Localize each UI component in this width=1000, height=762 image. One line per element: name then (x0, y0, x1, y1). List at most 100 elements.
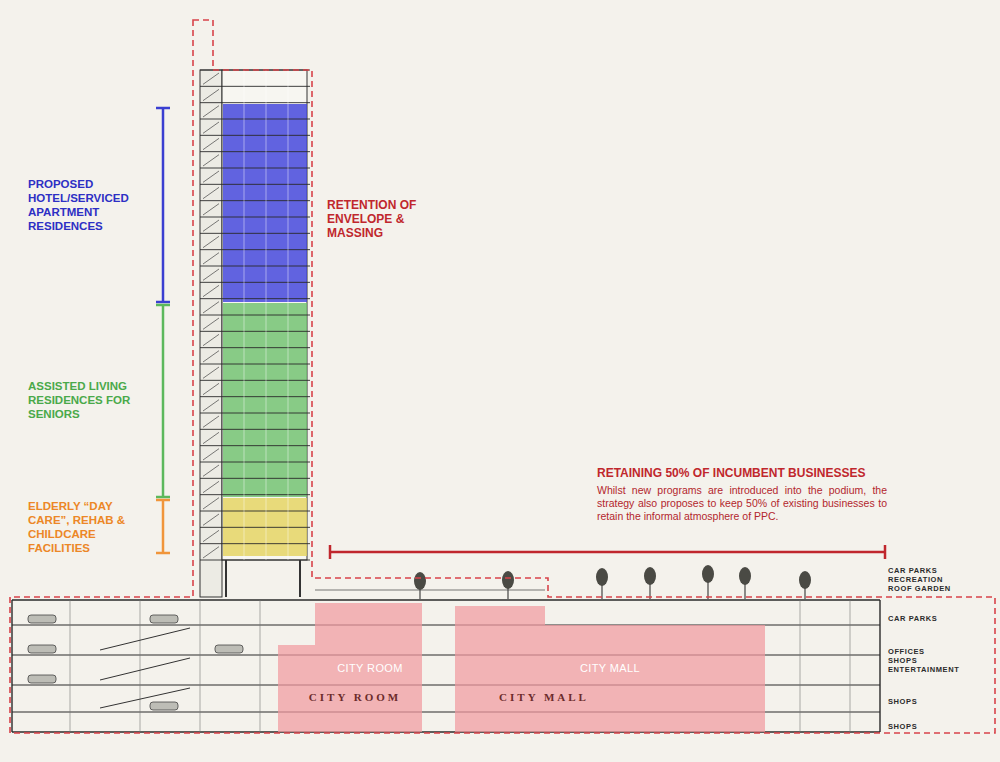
floor-slab (200, 511, 310, 512)
stair-flight (203, 187, 219, 198)
tree-crown (502, 571, 514, 589)
zone-fill (455, 606, 765, 732)
pilotis-column (299, 560, 301, 597)
stair-flight (203, 285, 219, 296)
stair-flight (203, 89, 219, 100)
stair-flight (203, 269, 219, 280)
stair-flight (203, 302, 219, 313)
floor-slab (200, 135, 310, 136)
car-symbol (150, 702, 178, 710)
pilotis-column (225, 560, 227, 597)
floor-slab (200, 298, 310, 299)
program-zone: CITY MALL CITY MALL (452, 603, 768, 732)
window-mullion (266, 70, 267, 560)
roof-tree (799, 571, 811, 599)
floor-label: SHOPS (888, 722, 954, 731)
floor-slab (200, 396, 310, 397)
car-ramp (100, 658, 190, 680)
floor-slab (200, 151, 310, 152)
strategy-heading: RETAINING 50% OF INCUMBENT BUSINESSES (597, 466, 897, 480)
window-mullion (244, 70, 245, 560)
tower-section (200, 70, 310, 597)
floor-slab (200, 445, 310, 446)
car-ramp (100, 628, 190, 650)
floor-slab (200, 249, 310, 250)
floor-slab (200, 560, 310, 561)
floor-slab (200, 315, 310, 316)
podium-wall (11, 600, 12, 732)
floor-slab (200, 478, 310, 479)
roof-tree (502, 571, 514, 599)
stair-flight (203, 253, 219, 264)
podium-column (800, 600, 801, 732)
zone-fill (278, 603, 422, 732)
car-symbol (28, 675, 56, 683)
roof-tree (739, 567, 751, 599)
floor-slab (200, 543, 310, 544)
floor-slab (200, 282, 310, 283)
roof-parapet (315, 590, 545, 591)
stair-flight (203, 367, 219, 378)
podium-floor (12, 599, 880, 601)
car-symbol (28, 615, 56, 623)
stair-flight (203, 530, 219, 541)
floor-slab (200, 266, 310, 267)
podium-wall (879, 600, 880, 732)
floor-slab (200, 413, 310, 414)
stair-flight (203, 449, 219, 460)
podium-column (260, 600, 261, 732)
program-band (223, 104, 307, 302)
tree-crown (702, 565, 714, 583)
stair-flight (203, 138, 219, 149)
floor-label: CAR PARKS (888, 614, 954, 623)
stair-flight (203, 416, 219, 427)
car-symbol (28, 645, 56, 653)
floor-label: SHOPS (888, 697, 954, 706)
stair-flight (203, 514, 219, 525)
zone-label: CITY MALL (580, 662, 640, 674)
floor-label: OFFICES SHOPS ENTERTAINMENT (888, 647, 954, 674)
strategy-note: Whilst new programs are introduced into … (597, 484, 887, 523)
podium-column (140, 600, 141, 732)
floor-slab (200, 217, 310, 218)
floor-slab (200, 331, 310, 332)
podium-section (12, 565, 880, 732)
stair-flight (203, 204, 219, 215)
roof-tree (702, 565, 714, 599)
floor-slab (200, 429, 310, 430)
zone-label: CITY ROOM (337, 662, 403, 674)
stair-flight (203, 334, 219, 345)
stair-core (200, 70, 222, 597)
floor-slab (200, 364, 310, 365)
stair-flight (203, 106, 219, 117)
floor-slab (200, 119, 310, 120)
tree-crown (739, 567, 751, 585)
tree-crown (644, 567, 656, 585)
stair-flight (203, 122, 219, 133)
floor-label: CAR PARKS RECREATION ROOF GARDEN (888, 566, 954, 593)
stair-flight (203, 400, 219, 411)
stair-flight (203, 465, 219, 476)
roof-tree (644, 567, 656, 599)
floor-slab (200, 233, 310, 234)
floor-slab (200, 462, 310, 463)
stair-flight (203, 481, 219, 492)
floor-slab (200, 200, 310, 201)
floor-slab (200, 102, 310, 103)
floor-slab (200, 347, 310, 348)
podium-column (70, 600, 71, 732)
drawing-label: CITY MALL (499, 691, 589, 703)
stair-flight (203, 547, 219, 558)
blue-bracket (156, 108, 170, 302)
stair-flight (203, 383, 219, 394)
strategy-annotation: RETENTION OF ENVELOPE & MASSING (327, 198, 462, 240)
stair-flight (203, 171, 219, 182)
floor-slab (200, 168, 310, 169)
tree-crown (414, 572, 426, 590)
stair-flight (203, 498, 219, 509)
program-annotation: PROPOSED HOTEL/SERVICED APARTMENT RESIDE… (28, 177, 156, 233)
stair-flight (203, 432, 219, 443)
extent-bar (330, 545, 885, 559)
podium-column (850, 600, 851, 732)
